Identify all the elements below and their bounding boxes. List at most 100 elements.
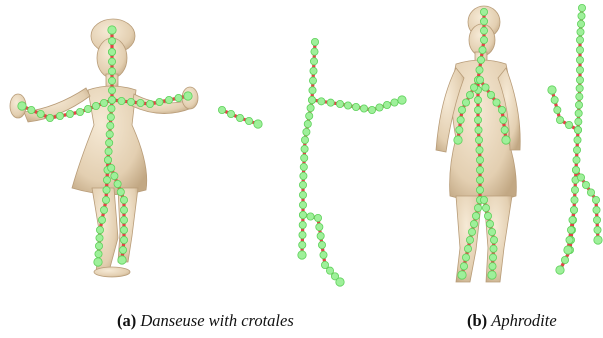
skeleton-node [96, 234, 103, 241]
skeleton-node [18, 102, 26, 110]
skeleton-node [462, 254, 469, 261]
skeleton-node [107, 114, 114, 121]
skeleton-node [569, 216, 576, 223]
skeleton-node [587, 189, 594, 196]
skeleton-node [474, 106, 481, 113]
skeleton-node [309, 77, 316, 84]
skeleton-node [368, 106, 375, 113]
skeleton-node [383, 101, 390, 108]
skeleton-node [565, 121, 572, 128]
skeleton-node [108, 48, 115, 55]
skeleton-node [254, 120, 262, 128]
skeleton-node [548, 86, 556, 94]
skeleton-node [137, 99, 144, 106]
skeleton-node [118, 97, 125, 104]
skeleton-node [556, 116, 563, 123]
skeleton-node [476, 186, 483, 193]
skeleton-node [236, 114, 243, 121]
skeleton-node [480, 196, 487, 203]
skeleton-node [476, 66, 483, 73]
skeleton-node [556, 266, 564, 274]
skeleton-node [106, 139, 113, 146]
skeleton-node [573, 146, 580, 153]
skeleton-node [564, 246, 572, 254]
skeleton-node [127, 98, 134, 105]
skeleton-node [571, 186, 578, 193]
skeleton-node [227, 110, 234, 117]
skeleton-node [490, 245, 497, 252]
skeleton-node [352, 103, 359, 110]
skeleton-node [306, 112, 313, 119]
skeleton-node [311, 38, 318, 45]
skeleton-node [314, 214, 321, 221]
skeleton-node [489, 263, 496, 270]
skeleton-node [108, 164, 115, 171]
skeleton-node [94, 258, 102, 266]
skeleton-node [476, 166, 483, 173]
skeleton-node [480, 8, 487, 15]
skeleton-node [490, 236, 497, 243]
danseuse-statue [10, 19, 198, 277]
skeleton-node [398, 96, 406, 104]
skeleton-node [299, 221, 306, 228]
skeleton-node [570, 206, 577, 213]
skeleton-node [108, 68, 115, 75]
skeleton-node [299, 181, 306, 188]
skeleton-node [575, 101, 582, 108]
skeleton-node [576, 93, 583, 100]
skeleton-node [484, 212, 491, 219]
skeleton-node [321, 261, 328, 268]
skeleton-node [56, 112, 63, 119]
skeleton-node [28, 106, 35, 113]
skeleton-node [474, 96, 481, 103]
skeleton-node [551, 96, 558, 103]
skeleton-node [561, 256, 568, 263]
skeleton-node [466, 91, 473, 98]
skeleton-node [344, 102, 351, 109]
skeleton-node [120, 236, 127, 243]
skeleton-node [108, 26, 116, 34]
skeleton-node [309, 87, 316, 94]
skeleton-node [474, 204, 481, 211]
skeleton-node [577, 174, 584, 181]
skeleton-node [114, 180, 121, 187]
skeleton-node [468, 228, 475, 235]
skeleton-node [573, 156, 580, 163]
skeleton-node [301, 145, 308, 152]
skeleton-node [593, 206, 600, 213]
skeleton-node [470, 220, 477, 227]
skeleton-node [458, 271, 466, 279]
skeleton-node [576, 76, 583, 83]
skeleton-node [92, 102, 99, 109]
skeleton-node [300, 172, 307, 179]
skeleton-node [175, 94, 182, 101]
skeleton-node [482, 204, 489, 211]
skeleton-node [477, 56, 484, 63]
skeleton-node [108, 37, 115, 44]
skeleton-node [594, 226, 601, 233]
skeleton-node [165, 96, 172, 103]
skeleton-node [576, 36, 583, 43]
skeleton-node [311, 48, 318, 55]
skeleton-node [577, 20, 584, 27]
skeleton-node [108, 96, 115, 103]
skeleton-node [111, 172, 118, 179]
skeleton-node [218, 106, 225, 113]
skeleton-node [500, 116, 507, 123]
skeleton-node [488, 228, 495, 235]
skeleton-node [327, 99, 334, 106]
skeleton-node [104, 156, 111, 163]
skeleton-node [575, 110, 582, 117]
skeleton-node [488, 271, 496, 279]
skeleton-node [301, 154, 308, 161]
caption-b-title: Aphrodite [491, 311, 556, 330]
skeleton-node [376, 104, 383, 111]
skeleton-node [120, 196, 127, 203]
skeleton-node [472, 212, 479, 219]
skeleton-node [107, 122, 114, 129]
skeleton-node [476, 156, 483, 163]
caption-a-label: (a) [117, 311, 136, 330]
skeleton-node [554, 106, 561, 113]
skeleton-node [470, 84, 477, 91]
skeleton-node [318, 98, 325, 105]
